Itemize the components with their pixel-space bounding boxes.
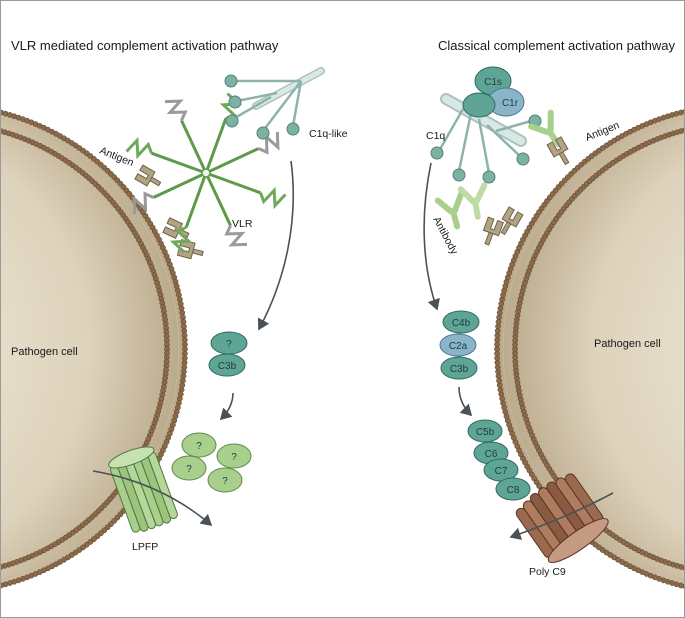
antibody-3	[457, 182, 488, 220]
c1q-like-molecule	[224, 67, 325, 140]
membrane-attack-complex: C5b C6 C7 C8	[467, 419, 531, 501]
left-panel-title: VLR mediated complement activation pathw…	[11, 38, 279, 53]
c8-label: C8	[507, 485, 520, 496]
left-complex-1-item-1: C3b	[218, 361, 237, 372]
c6-label: C6	[485, 449, 498, 460]
poly-c9-label: Poly C9	[529, 566, 566, 578]
vlr-label: VLR	[232, 218, 253, 230]
right-panel-title: Classical complement activation pathway	[438, 38, 675, 53]
lpfp-label: LPFP	[132, 541, 158, 553]
right-antigen-3	[500, 206, 524, 236]
right-arrow-1	[423, 162, 440, 311]
c1-complex: C1s C1r	[430, 66, 542, 184]
poly-c9-flux-arrow	[509, 492, 614, 540]
left-antigen-2	[162, 217, 190, 239]
left-complex-2-item-2: ?	[186, 464, 192, 475]
c1q-like-label: C1q-like	[309, 128, 348, 140]
left-complex-2: ? ? ? ?	[171, 432, 252, 493]
left-arrow-2	[219, 392, 234, 421]
left-complex-1-item-0: ?	[226, 339, 232, 350]
right-antigen-2	[482, 216, 504, 246]
c2a-label: C2a	[449, 341, 468, 352]
classical-c3-convertase: C4b C2a C3b	[439, 310, 480, 380]
right-antigen-1	[546, 136, 570, 166]
left-complex-1: ? C3b	[208, 331, 248, 377]
left-membrane	[1, 109, 188, 589]
c5b-label: C5b	[476, 427, 495, 438]
antibody-2	[434, 191, 464, 230]
left-antigen-1	[134, 164, 162, 187]
c1r-label: C1r	[502, 98, 519, 109]
right-arrow-2	[458, 386, 473, 417]
lpfp-pore	[108, 446, 178, 533]
left-complex-2-item-0: ?	[196, 441, 202, 452]
c3b-label: C3b	[450, 364, 469, 375]
c7-label: C7	[495, 466, 508, 477]
vlr-multimer	[125, 92, 287, 254]
c4b-label: C4b	[452, 318, 471, 329]
right-pathogen-cell-label: Pathogen cell	[594, 338, 661, 350]
c1q-label: C1q	[426, 130, 445, 142]
lpfp-flux-arrow	[92, 470, 213, 527]
c1s-label: C1s	[484, 77, 502, 88]
left-complex-2-item-3: ?	[222, 476, 228, 487]
left-complex-2-item-1: ?	[231, 452, 237, 463]
left-pathogen-cell-label: Pathogen cell	[11, 346, 78, 358]
left-arrow-1	[257, 160, 295, 331]
